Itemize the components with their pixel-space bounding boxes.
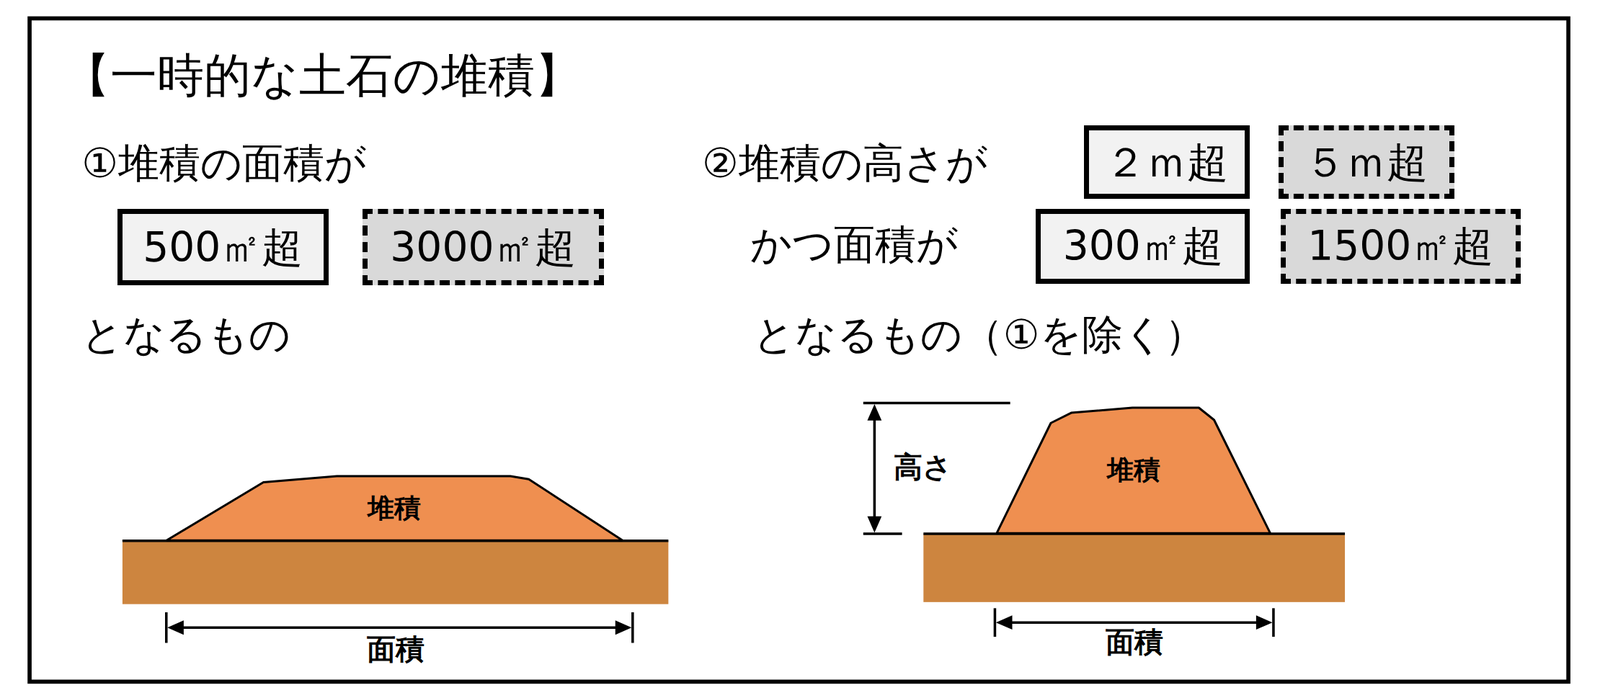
soil-mound: 堆積 bbox=[996, 407, 1270, 534]
threshold-text: 500㎡超 bbox=[142, 224, 303, 271]
ground bbox=[122, 541, 669, 605]
dimension-arrow bbox=[863, 403, 1011, 535]
threshold-text: 1500㎡超 bbox=[1307, 222, 1494, 270]
condition-text: かつ面積が bbox=[750, 221, 958, 269]
title: 【一時的な土石の堆積】 bbox=[63, 49, 582, 104]
condition-text: となるもの bbox=[81, 311, 291, 359]
threshold-box: 500㎡超 bbox=[117, 209, 329, 286]
dimension-label: 面積 bbox=[1105, 626, 1164, 660]
dimension-label: 高さ bbox=[893, 451, 953, 485]
condition-text: ②堆積の高さが bbox=[701, 139, 988, 187]
threshold-text: ２ｍ超 bbox=[1104, 139, 1229, 186]
mound-label: 堆積 bbox=[1107, 455, 1161, 486]
threshold-box: 300㎡超 bbox=[1035, 209, 1250, 284]
condition-text: となるもの（①を除く） bbox=[753, 311, 1206, 359]
mound-label: 堆積 bbox=[367, 493, 421, 524]
threshold-text: ５ｍ超 bbox=[1304, 139, 1428, 186]
ground bbox=[923, 534, 1345, 603]
threshold-box-dashed: ５ｍ超 bbox=[1278, 125, 1455, 199]
outer-frame bbox=[29, 18, 1569, 683]
threshold-box: ２ｍ超 bbox=[1083, 125, 1251, 199]
threshold-text: 3000㎡超 bbox=[389, 224, 576, 271]
condition-text: ①堆積の面積が bbox=[81, 139, 367, 187]
threshold-box-dashed: 3000㎡超 bbox=[362, 209, 605, 286]
dimension-label: 面積 bbox=[366, 633, 425, 667]
threshold-box-dashed: 1500㎡超 bbox=[1280, 209, 1521, 284]
threshold-text: 300㎡超 bbox=[1063, 222, 1224, 270]
soil-mound: 堆積 bbox=[166, 476, 623, 541]
